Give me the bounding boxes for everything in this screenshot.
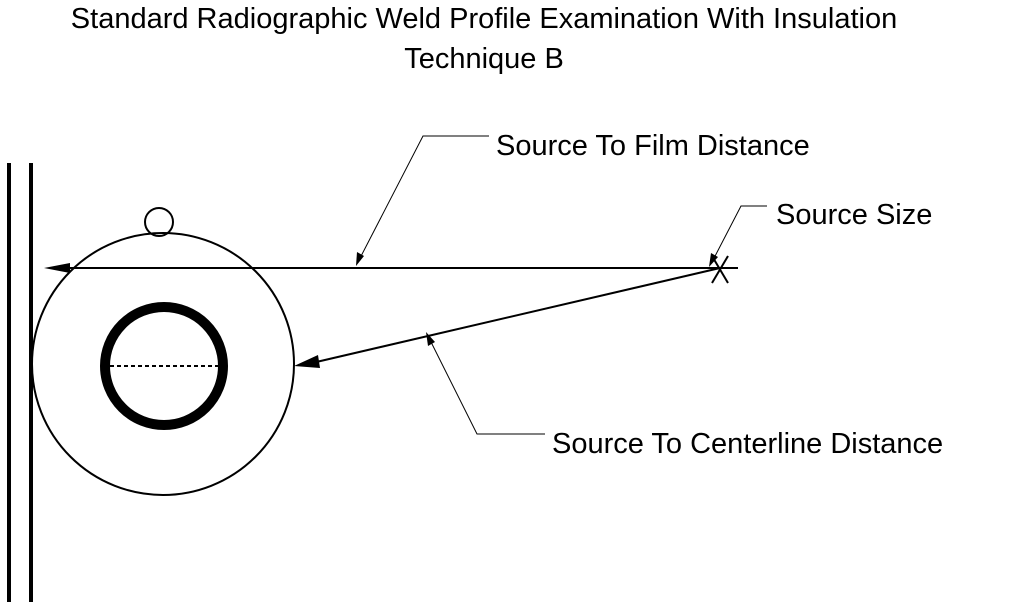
source-to-centerline-arrowhead (294, 355, 320, 368)
pipe-circle (100, 302, 228, 430)
leader-source-to-centerline (426, 332, 545, 435)
title-line-1: Standard Radiographic Weld Profile Exami… (71, 3, 897, 35)
label-source-to-film: Source To Film Distance (496, 130, 810, 162)
leader-source-to-film (356, 135, 489, 266)
label-source-to-centerline: Source To Centerline Distance (552, 428, 943, 460)
insulation-circle (31, 232, 295, 496)
leader-source-size (709, 205, 767, 267)
source-to-centerline-line (311, 267, 721, 364)
title-line-2: Technique B (404, 43, 564, 75)
source-to-film-arrowhead (44, 263, 70, 273)
film (7, 163, 33, 602)
label-source-size: Source Size (776, 199, 932, 231)
marker-circle (144, 207, 174, 237)
